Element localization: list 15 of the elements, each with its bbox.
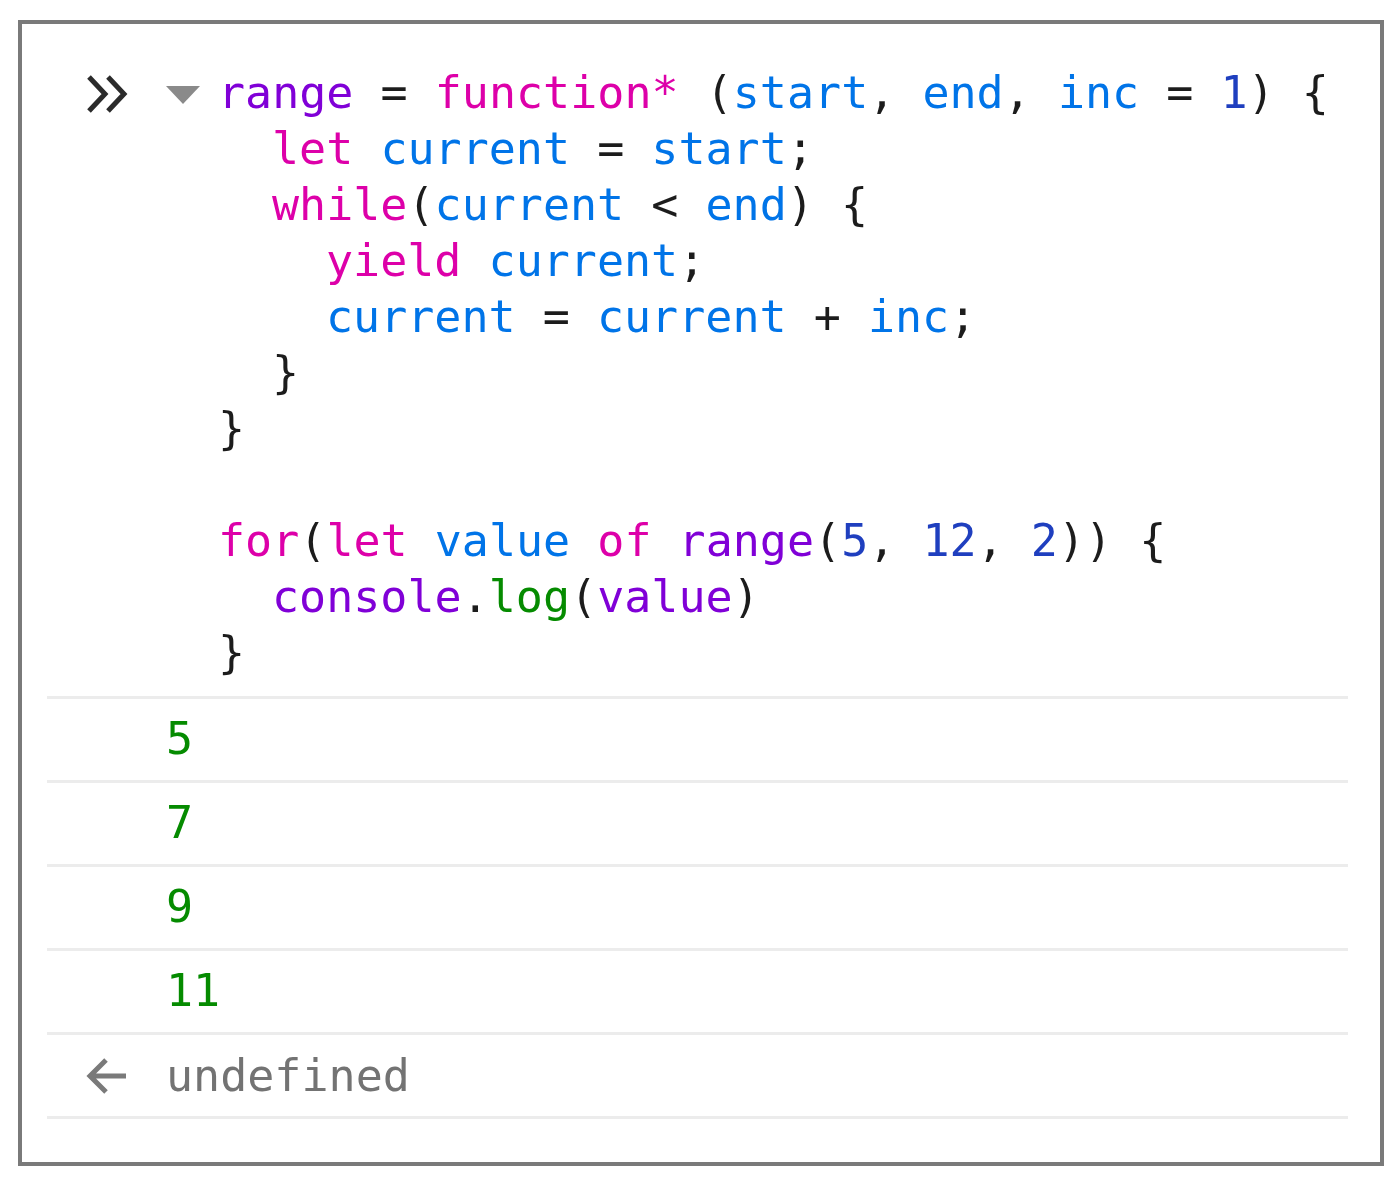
output-value: 7 — [166, 795, 194, 851]
code-line: for(let value of range(5, 12, 2)) { — [218, 513, 1167, 569]
output-value: 11 — [166, 963, 221, 1019]
code-line: current = current + inc; — [326, 289, 977, 345]
code-line: } — [218, 625, 246, 681]
code-line: let current = start; — [272, 121, 814, 177]
code-line: yield current; — [326, 233, 706, 289]
code-line: } — [218, 401, 246, 457]
output-value: 5 — [166, 711, 194, 767]
output-value: 9 — [166, 879, 194, 935]
code-line: } — [272, 345, 300, 401]
code-line: while(current < end) { — [272, 177, 869, 233]
code-line: console.log(value) — [272, 569, 760, 625]
code-line: range = function* (start, end, inc = 1) { — [218, 65, 1329, 121]
return-value: undefined — [166, 1048, 410, 1104]
